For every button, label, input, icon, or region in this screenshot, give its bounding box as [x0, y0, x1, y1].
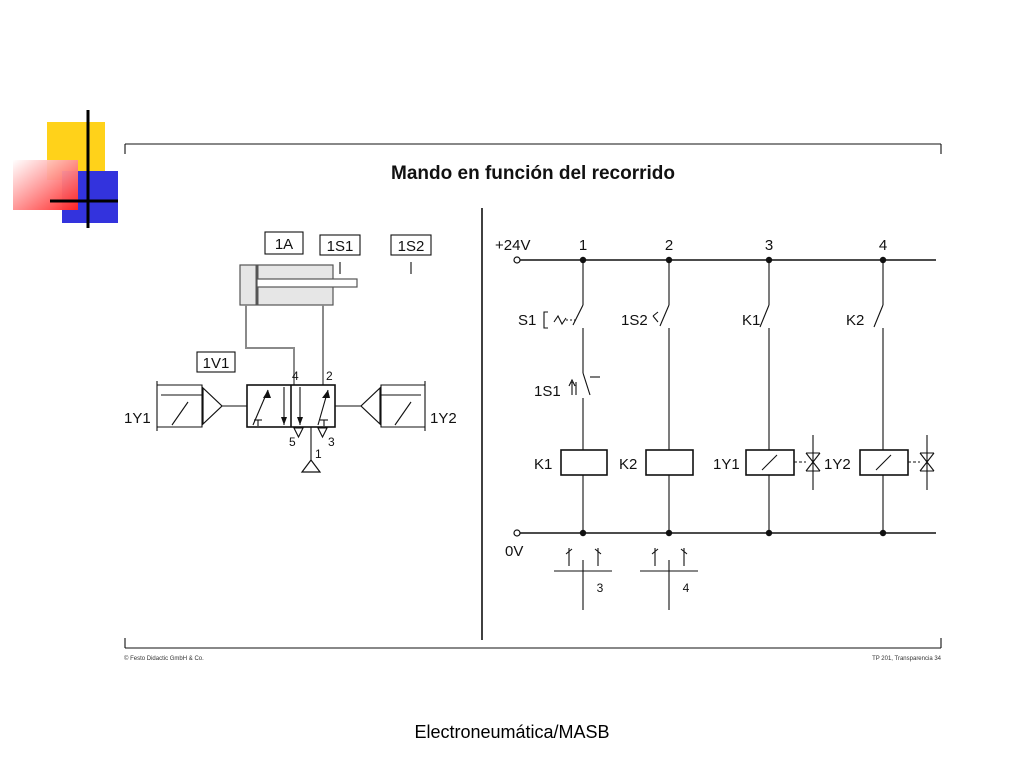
port-3: 3 — [328, 435, 335, 449]
sensor2-label-box — [390, 234, 432, 256]
footer-caption: Electroneumática/MASB — [414, 722, 610, 742]
cylinder-label-box — [264, 231, 304, 255]
k2-contact-label: K2 — [846, 312, 864, 329]
directional-valve-5-2 — [156, 381, 426, 473]
sensor2-label: 1S2 — [398, 238, 425, 255]
decorative-corner — [13, 110, 118, 228]
xref-k1-value: 3 — [597, 581, 604, 595]
rung-number-4: 4 — [879, 237, 887, 254]
rung-number-2: 2 — [665, 237, 673, 254]
pneumatic-circuit: 1A 1S1 1S2 1V1 — [124, 231, 457, 473]
coil-k1 — [560, 449, 608, 476]
rung-number-3: 3 — [765, 237, 773, 254]
rung-3: K1 1Y1 — [713, 260, 821, 533]
s1-label: S1 — [518, 312, 536, 329]
coil-k2 — [645, 449, 694, 476]
xref-table-k1: 3 — [554, 548, 612, 610]
coil-1y2-label: 1Y2 — [824, 456, 851, 473]
rung-number-1: 1 — [579, 237, 587, 254]
copyright-text: © Festo Didactic GmbH & Co. — [124, 655, 204, 662]
cylinder-label: 1A — [275, 236, 293, 253]
coil-k2-label: K2 — [619, 456, 637, 473]
rung-2: 1S2 K2 — [619, 260, 694, 533]
figure-frame — [124, 143, 942, 649]
sensor-1s2-label: 1S2 — [621, 312, 648, 329]
sensor1-label: 1S1 — [327, 238, 354, 255]
rung-1: S1 1S1 K1 — [518, 260, 608, 533]
reference-text: TP 201, Transparencia 34 — [872, 656, 942, 662]
port-2: 2 — [326, 369, 333, 383]
xref-table-k2: 4 — [640, 548, 698, 610]
diagram-title: Mando en función del recorrido — [391, 163, 675, 184]
solenoid-1y2-label: 1Y2 — [430, 410, 457, 427]
rung-4: K2 1Y2 — [824, 260, 935, 533]
port-5: 5 — [289, 435, 296, 449]
coil-1y1-label: 1Y1 — [713, 456, 740, 473]
valve-label: 1V1 — [203, 355, 230, 372]
supply-negative-label: 0V — [505, 543, 523, 560]
supply-positive-label: +24V — [495, 237, 530, 254]
cylinder — [239, 264, 358, 306]
xref-k2-value: 4 — [683, 581, 690, 595]
sensor1-label-box — [319, 234, 361, 256]
solenoid-1y1-label: 1Y1 — [124, 410, 151, 427]
port-4: 4 — [292, 369, 299, 383]
electrical-ladder: +24V 0V 1 2 3 4 — [495, 237, 936, 610]
limit-1s1-label: 1S1 — [534, 383, 561, 400]
k1-contact-label: K1 — [742, 312, 760, 329]
valve-label-box — [196, 351, 236, 373]
coil-k1-label: K1 — [534, 456, 552, 473]
port-1: 1 — [315, 447, 322, 461]
